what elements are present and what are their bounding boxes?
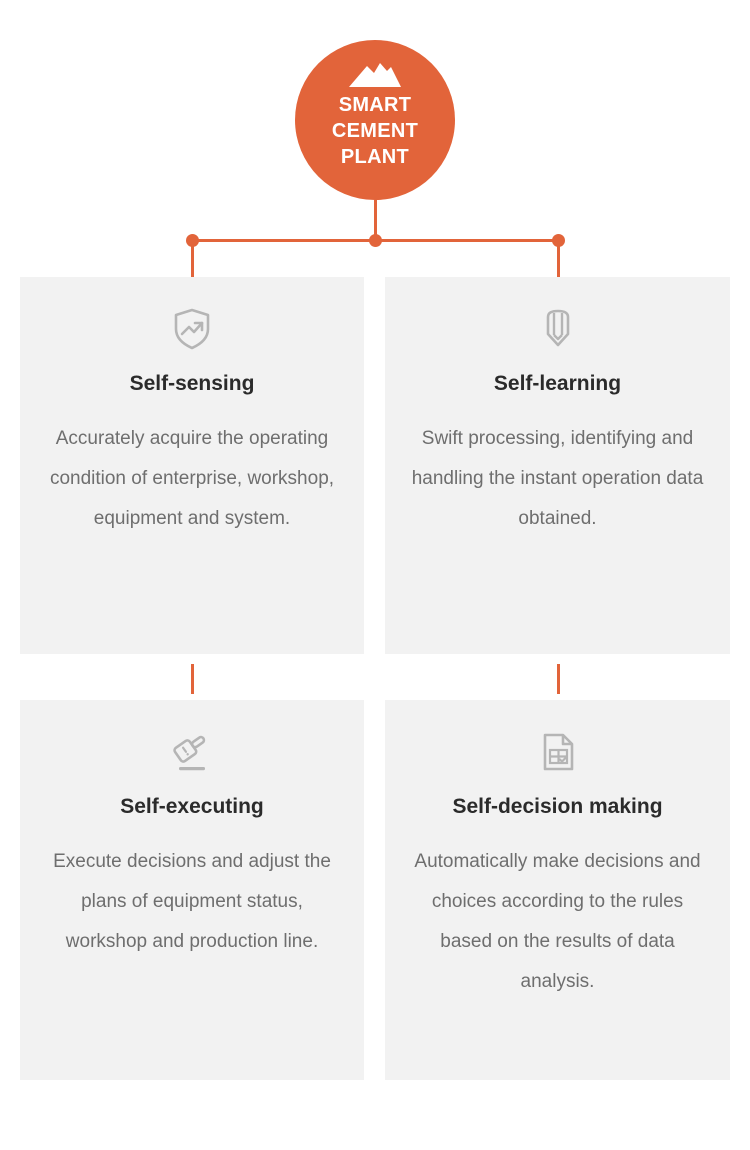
- connector-dot-center: [369, 234, 382, 247]
- smart-cement-plant-hub: SMART CEMENT PLANT: [295, 40, 455, 200]
- card-title: Self-sensing: [129, 372, 255, 395]
- connector-drop-right: [557, 240, 560, 278]
- document-table-check-icon: [543, 733, 573, 771]
- card-self-executing[interactable]: Self-executing Execute decisions and adj…: [20, 700, 364, 1080]
- card-self-sensing[interactable]: Self-sensing Accurately acquire the oper…: [20, 277, 364, 654]
- card-body: Automatically make decisions and choices…: [414, 851, 701, 992]
- card-title: Self-decision making: [452, 795, 663, 818]
- hub-title: SMART CEMENT PLANT: [331, 94, 419, 168]
- connector-drop-left: [191, 240, 194, 278]
- card-body: Accurately acquire the operating conditi…: [49, 428, 335, 529]
- connector-hub-stem: [374, 200, 377, 240]
- connector-mid-left: [191, 664, 194, 694]
- connector-mid-right: [557, 664, 560, 694]
- card-body: Swift processing, identifying and handli…: [411, 428, 704, 529]
- card-self-learning[interactable]: Self-learning Swift processing, identify…: [385, 277, 730, 654]
- mountain-icon: [349, 63, 401, 87]
- card-self-decision-making[interactable]: Self-decision making Automatically make …: [385, 700, 730, 1080]
- pencil-icon: [546, 309, 569, 347]
- card-body: Execute decisions and adjust the plans o…: [53, 851, 331, 952]
- gavel-icon: [173, 735, 206, 771]
- card-title: Self-executing: [120, 795, 264, 818]
- shield-trend-icon: [174, 308, 210, 350]
- card-title: Self-learning: [493, 372, 622, 395]
